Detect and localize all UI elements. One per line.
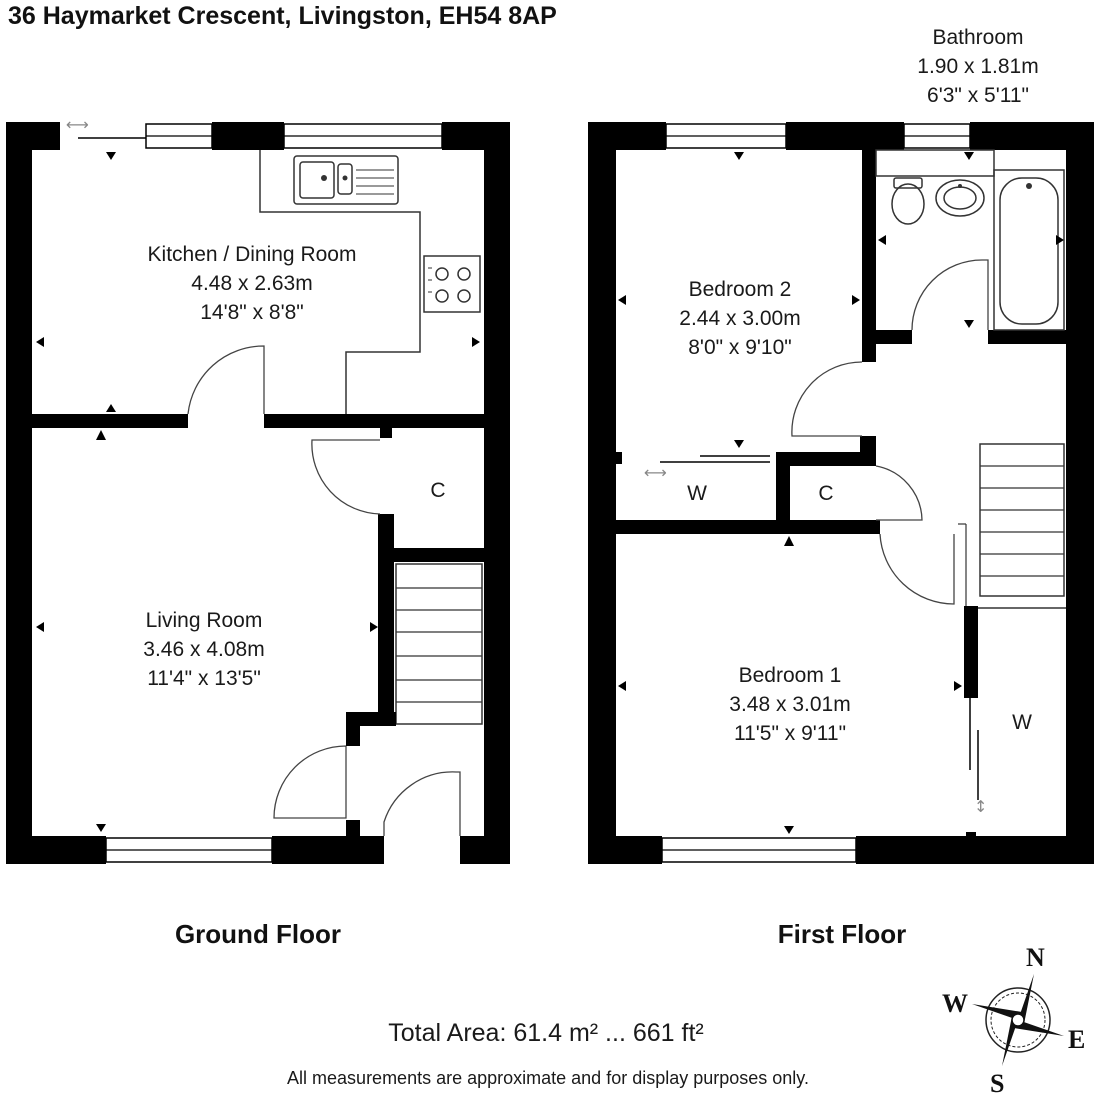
compass-east: E	[1068, 1025, 1085, 1054]
ground-floor-title: Ground Floor	[175, 919, 341, 949]
svg-text:↕: ↕	[974, 797, 987, 816]
bedroom-2-imperial: 8'0" x 9'10"	[688, 336, 792, 359]
living-room-name: Living Room	[146, 609, 263, 632]
cupboard-label-first: C	[818, 482, 833, 505]
svg-text:⟷: ⟷	[644, 463, 667, 482]
wardrobe-label-right: W	[1012, 711, 1032, 734]
compass-west: W	[942, 989, 968, 1018]
bedroom-1-imperial: 11'5" x 9'11"	[734, 722, 846, 745]
wardrobe-label-left: W	[687, 482, 707, 505]
kitchen-imperial: 14'8" x 8'8"	[200, 301, 304, 324]
svg-text:⟷: ⟷	[66, 115, 89, 134]
kitchen-metric: 4.48 x 2.63m	[191, 272, 312, 295]
bedroom-1-metric: 3.48 x 3.01m	[729, 693, 850, 716]
bedroom-2-metric: 2.44 x 3.00m	[679, 307, 800, 330]
bedroom-2-name: Bedroom 2	[689, 278, 792, 301]
cupboard-label: C	[430, 479, 445, 502]
bathroom-name: Bathroom	[932, 26, 1023, 49]
ground-floor-plan: ⟷	[6, 115, 510, 864]
compass-rose-icon: N E S W	[942, 943, 1085, 1096]
first-floor-plan: ⟷ ↕ Bedroom 2 2.44 x 3.00m 8'0	[588, 26, 1094, 864]
compass-north: N	[1026, 943, 1045, 972]
kitchen-name: Kitchen / Dining Room	[148, 243, 357, 266]
bedroom-1-name: Bedroom 1	[739, 664, 842, 687]
first-floor-title: First Floor	[778, 919, 907, 949]
bathroom-imperial: 6'3" x 5'11"	[927, 84, 1029, 107]
bathroom-metric: 1.90 x 1.81m	[917, 55, 1038, 78]
disclaimer: All measurements are approximate and for…	[287, 1068, 809, 1088]
living-room-imperial: 11'4" x 13'5"	[147, 667, 261, 690]
total-area: Total Area: 61.4 m² ... 661 ft²	[388, 1019, 703, 1047]
living-room-metric: 3.46 x 4.08m	[143, 638, 264, 661]
compass-south: S	[990, 1069, 1004, 1096]
property-address: 36 Haymarket Crescent, Livingston, EH54 …	[8, 2, 557, 30]
